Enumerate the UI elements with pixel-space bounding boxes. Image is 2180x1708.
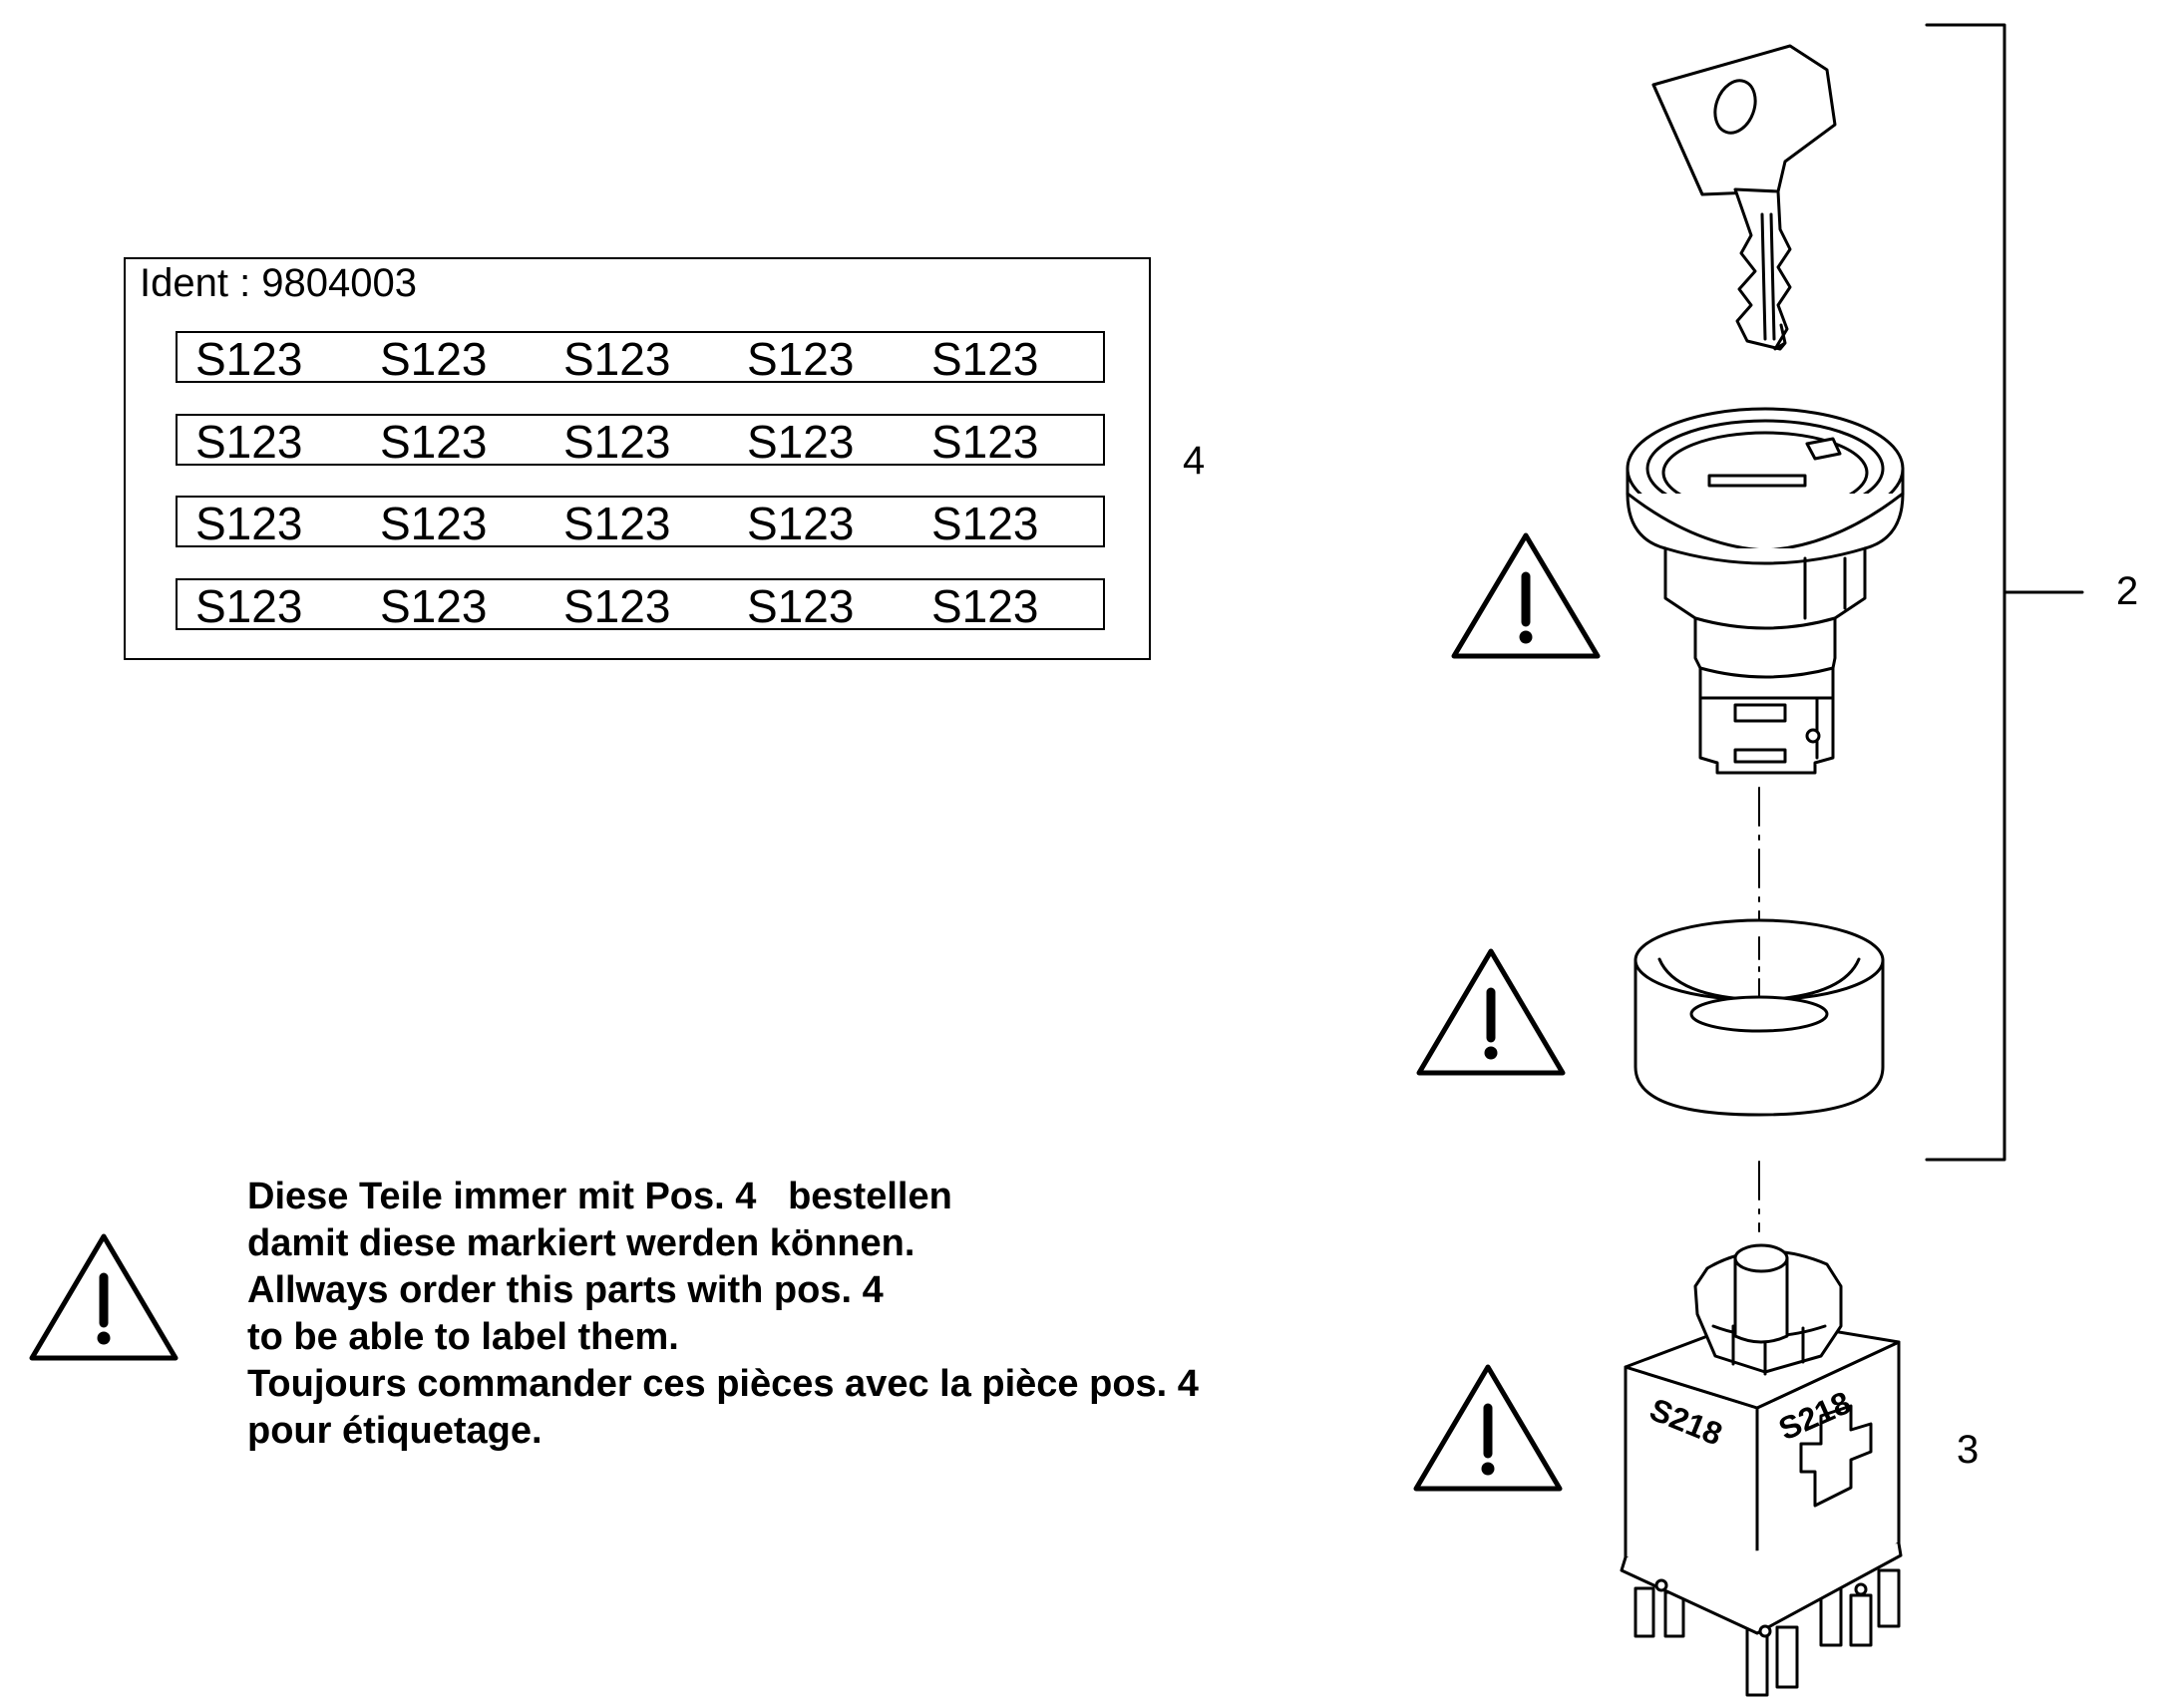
label-cell: S123 (380, 580, 488, 632)
warning-triangle-icon (1451, 532, 1601, 659)
contact-block-drawing (1620, 1243, 1903, 1697)
label-cell: S123 (563, 498, 671, 549)
label-cell: S123 (931, 333, 1039, 385)
callout-position-2: 2 (2116, 569, 2139, 613)
label-cell: S123 (380, 498, 488, 549)
label-strip: S123 S123 S123 S123 S123 (176, 331, 1105, 385)
label-cell: S123 (195, 580, 303, 632)
label-cell: S123 (563, 580, 671, 632)
ident-number: Ident : 9804003 (140, 261, 418, 305)
warning-note: Diese Teile immer mit Pos. 4 bestellen d… (247, 1174, 1199, 1455)
note-line-fr-2: pour étiquetage. (247, 1410, 543, 1452)
label-cell: S123 (931, 416, 1039, 468)
warning-triangle-icon (1413, 1364, 1563, 1492)
label-sheet: Ident : 9804003 S123 S123 S123 S123 S123… (124, 257, 1151, 660)
label-strip: S123 S123 S123 S123 S123 (176, 578, 1105, 632)
label-cell: S123 (563, 333, 671, 385)
note-line-de-2: damit diese markiert werden können. (247, 1222, 915, 1264)
label-cell: S123 (195, 416, 303, 468)
key-drawing (1651, 44, 1837, 351)
label-strip: S123 S123 S123 S123 S123 (176, 414, 1105, 468)
note-line-en-1: Allways order this parts with pos. 4 (247, 1269, 884, 1311)
note-line-de-1: Diese Teile immer mit Pos. 4 bestellen (247, 1176, 952, 1217)
label-strip: S123 S123 S123 S123 S123 (176, 496, 1105, 549)
warning-triangle-icon (1416, 948, 1566, 1076)
label-cell: S123 (931, 580, 1039, 632)
label-cell: S123 (195, 333, 303, 385)
lock-cylinder-drawing (1626, 407, 1905, 775)
warning-triangle-icon (29, 1233, 179, 1361)
assembly-bracket (1925, 23, 2084, 1162)
label-cell: S123 (747, 333, 855, 385)
label-cell: S123 (747, 416, 855, 468)
label-cell: S123 (380, 333, 488, 385)
label-cell: S123 (563, 416, 671, 468)
label-cell: S123 (747, 498, 855, 549)
label-cell: S123 (380, 416, 488, 468)
callout-position-4: 4 (1183, 439, 1206, 483)
cover-ring-drawing (1634, 918, 1885, 1117)
note-line-en-2: to be able to label them. (247, 1316, 679, 1358)
callout-position-3: 3 (1957, 1428, 1980, 1472)
label-cell: S123 (195, 498, 303, 549)
label-cell: S123 (747, 580, 855, 632)
label-cell: S123 (931, 498, 1039, 549)
note-line-fr-1: Toujours commander ces pièces avec la pi… (247, 1363, 1199, 1405)
